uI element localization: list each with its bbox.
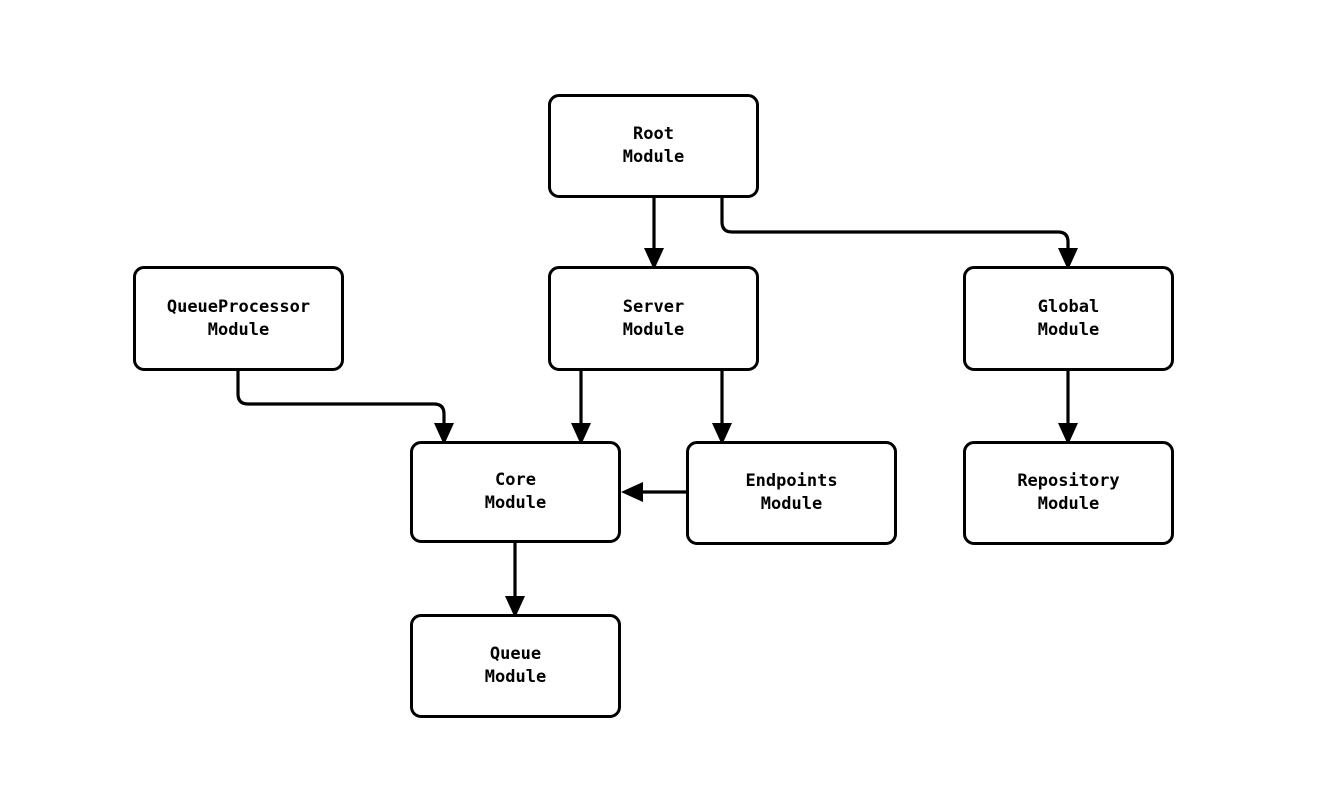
edge-endpoints-to-core (621, 482, 686, 502)
node-core-module[interactable]: Core Module (410, 441, 621, 543)
node-server-module[interactable]: Server Module (548, 266, 759, 371)
node-endpoints-module[interactable]: Endpoints Module (686, 441, 897, 545)
node-core-module-line2: Module (484, 493, 547, 513)
node-server-module-line2: Module (622, 319, 685, 340)
edge-root-to-global (720, 198, 1078, 270)
node-queueprocessor-module[interactable]: QueueProcessor Module (133, 266, 344, 371)
node-root-module-line2: Module (622, 147, 685, 167)
node-endpoints-module-line2: Module (760, 494, 823, 514)
node-queue-module-line1: Queue (489, 644, 542, 665)
node-core-module-line1: Core (495, 470, 536, 491)
node-global-module[interactable]: Global Module (963, 266, 1174, 371)
arrowhead-icon (434, 423, 454, 445)
arrowhead-icon (571, 423, 591, 445)
node-endpoints-module-line1: Endpoints (745, 471, 838, 492)
node-queueprocessor-module-line1: QueueProcessor (166, 296, 311, 317)
node-root-module[interactable]: Root Module (548, 94, 759, 198)
edge-queueprocessor-to-core (236, 371, 454, 445)
edge-server-to-endpoints (712, 371, 732, 445)
arrowhead-icon (644, 248, 664, 270)
edge-core-to-queue (505, 543, 525, 618)
node-queue-module-line2: Module (484, 667, 547, 687)
node-queueprocessor-module-line2: Module (207, 319, 270, 340)
arrowhead-icon (712, 423, 732, 445)
edge-global-to-repository (1058, 371, 1078, 445)
arrowhead-icon (1058, 423, 1078, 445)
node-global-module-line1: Global (1037, 296, 1100, 317)
node-repository-module-line2: Module (1037, 494, 1100, 514)
node-root-module-line1: Root (633, 124, 674, 145)
node-repository-module[interactable]: Repository Module (963, 441, 1174, 545)
node-global-module-line2: Module (1037, 319, 1100, 340)
arrowhead-icon (621, 482, 643, 502)
node-repository-module-line1: Repository (1017, 471, 1120, 492)
edge-server-to-core (571, 371, 591, 445)
node-queue-module[interactable]: Queue Module (410, 614, 621, 718)
arrowhead-icon (505, 596, 525, 618)
node-server-module-line1: Server (622, 296, 685, 317)
edge-root-to-server (644, 198, 664, 270)
arrowhead-icon (1058, 248, 1078, 270)
